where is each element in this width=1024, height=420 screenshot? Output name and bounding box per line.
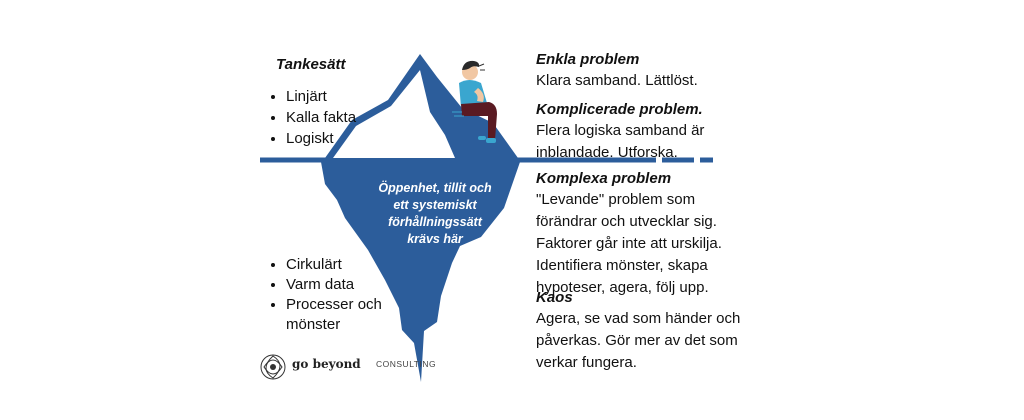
logo-subtitle: CONSULTING	[376, 359, 437, 369]
iceberg-submerged	[321, 162, 520, 382]
center-line: Öppenhet, tillit och	[378, 181, 492, 195]
section-line: Faktorer går inte att urskilja.	[536, 235, 722, 252]
list-item: Logiskt	[286, 129, 356, 149]
mindset-title: Tankesätt	[276, 56, 346, 73]
center-line: förhållningssätt	[388, 215, 482, 229]
knot-logo-icon	[260, 354, 286, 380]
section-line: påverkas. Gör mer av det som	[536, 332, 738, 349]
section-line: Flera logiska samband är	[536, 122, 705, 139]
logo-name: go beyond	[292, 357, 361, 371]
list-item: Processer och mönster	[286, 295, 416, 335]
list-item: Varm data	[286, 275, 416, 295]
thinking-person-figure	[452, 60, 497, 143]
center-line: ett systemiskt	[393, 198, 477, 212]
section-line: Agera, se vad som händer och	[536, 310, 741, 327]
section-line: förändrar och utvecklar sig.	[536, 213, 717, 230]
iceberg-tip-highlight	[333, 70, 455, 158]
section-line: verkar fungera.	[536, 354, 637, 371]
section-line: inblandade. Utforska.	[536, 144, 678, 161]
section-line: hypoteser, agera, följ upp.	[536, 279, 709, 296]
section-title: Komplexa problem	[536, 170, 672, 187]
section-line: Klara samband. Lättlöst.	[536, 72, 698, 89]
section-line: "Levande" problem som	[536, 191, 696, 208]
section-title: Komplicerade problem.	[536, 101, 703, 118]
section-title: Enkla problem	[536, 51, 640, 68]
section-line: Identifiera mönster, skapa	[536, 257, 708, 274]
section-title: Kaos	[536, 289, 573, 306]
section-body: Flera logiska samband är inblandade. Utf…	[536, 120, 704, 164]
list-item: Linjärt	[286, 87, 356, 107]
list-item: Kalla fakta	[286, 108, 356, 128]
iceberg-center-text: Öppenhet, tillit och ett systemiskt förh…	[365, 180, 505, 248]
section-body: Agera, se vad som händer och påverkas. G…	[536, 308, 740, 374]
list-item: Cirkulärt	[286, 255, 416, 275]
section-body: Klara samband. Lättlöst.	[536, 70, 698, 92]
center-line: krävs här	[407, 232, 463, 246]
mindset-below-list: Cirkulärt Varm data Processer och mönste…	[258, 255, 416, 335]
section-body: "Levande" problem som förändrar och utve…	[536, 189, 722, 299]
mindset-above-list: Linjärt Kalla fakta Logiskt	[258, 87, 356, 150]
